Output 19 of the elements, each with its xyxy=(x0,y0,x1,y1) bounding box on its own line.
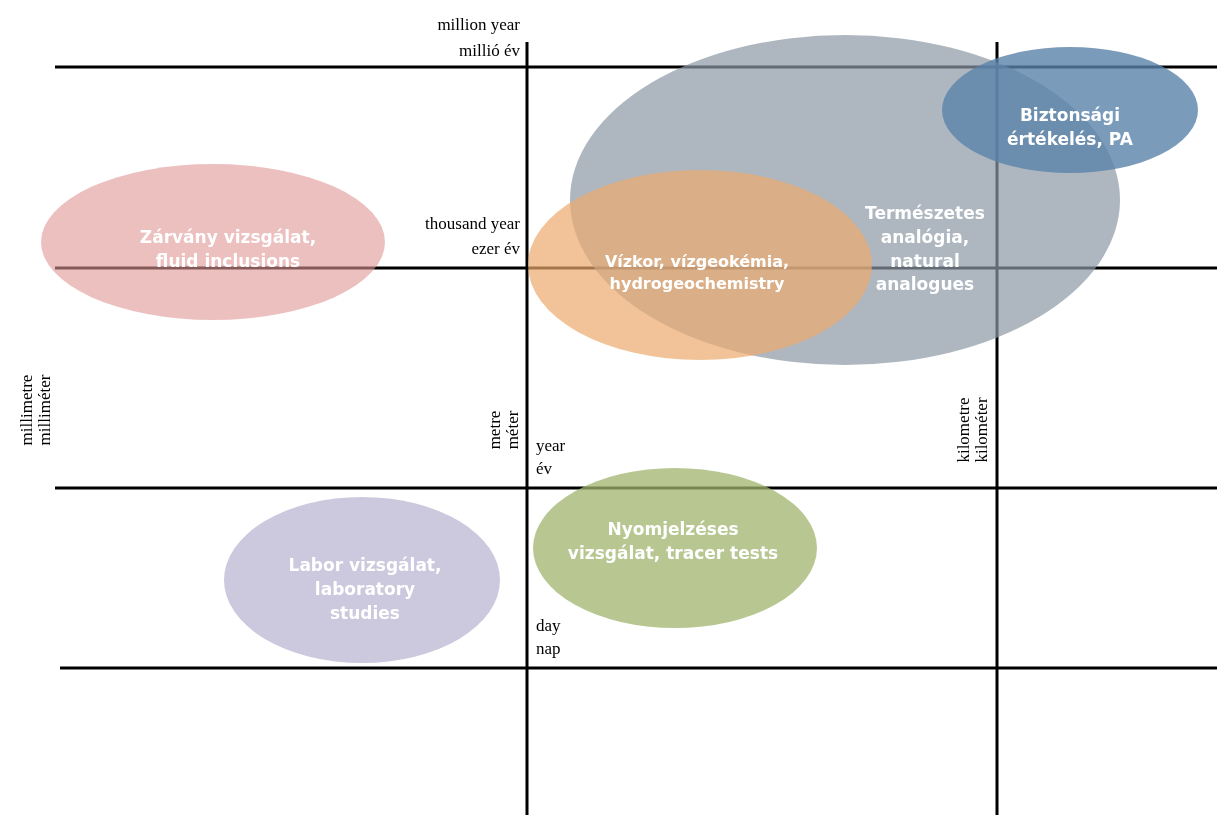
axis-label: nap xyxy=(536,640,561,657)
axis-label: millió év xyxy=(459,42,520,59)
axis-label: million year xyxy=(437,16,520,33)
axis-label: day xyxy=(536,617,561,634)
ellipse-label: Nyomjelzéses vizsgálat, tracer tests xyxy=(566,518,780,565)
axis-label: kilometre xyxy=(954,397,972,463)
axis-label: ezer év xyxy=(471,240,520,257)
axis-label: kilométer xyxy=(972,397,990,463)
ellipse-label: Biztonsági értékelés, PA xyxy=(1006,104,1134,151)
axis-label: méter xyxy=(503,410,521,450)
ellipse-label: Zárvány vizsgálat, fluid inclusions xyxy=(138,226,318,273)
axis-label: milliméter xyxy=(35,374,53,446)
axis-label: year xyxy=(536,437,566,454)
axis-label: év xyxy=(536,460,553,477)
axis-label: millimetre xyxy=(17,374,35,446)
ellipse-label: Vízkor, vízgeokémia, hydrogeochemistry xyxy=(603,250,791,295)
ellipse-label: Természetes analógia, natural analogues xyxy=(864,202,986,297)
axis-label: thousand year xyxy=(425,215,520,232)
axis-label: metre xyxy=(485,410,503,450)
